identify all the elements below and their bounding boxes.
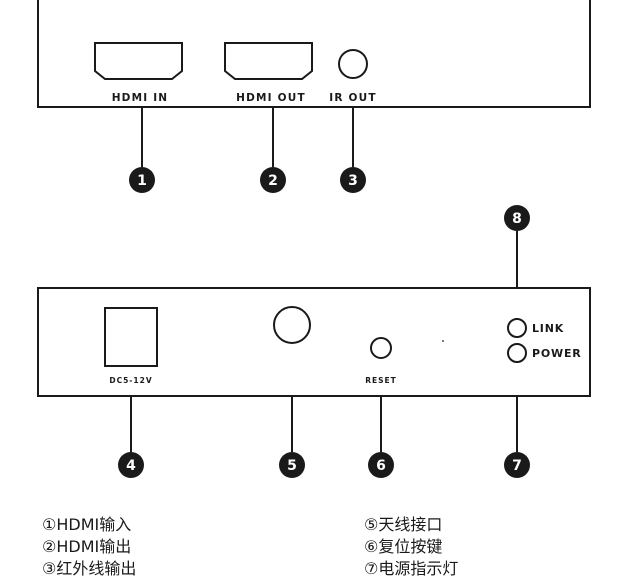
callout-badge-1 xyxy=(129,167,155,193)
legend-item-1: ①HDMI输入 xyxy=(42,515,132,534)
callout-badge-3 xyxy=(340,167,366,193)
legend-left: ①HDMI输入 ②HDMI输出 ③红外线输出 xyxy=(42,514,136,580)
ir-out-label: IR OUT xyxy=(329,92,376,104)
reset-label: RESET xyxy=(365,376,397,385)
callout-badge-2 xyxy=(260,167,286,193)
link-led-icon xyxy=(507,318,527,338)
legend-item-3: ③红外线输出 xyxy=(42,559,137,578)
link-label: LINK xyxy=(532,322,564,335)
dc-power-socket-icon xyxy=(104,307,158,367)
hdmi-in-label: HDMI IN xyxy=(112,92,169,104)
hdmi-out-port-icon xyxy=(224,42,313,80)
top-panel-frame xyxy=(37,0,591,108)
bottom-panel-frame xyxy=(37,287,591,397)
callout-number-1: 1 xyxy=(137,173,147,189)
hdmi-in-port-icon xyxy=(94,42,183,80)
reset-button-icon xyxy=(370,337,392,359)
legend-item-7: ⑦电源指示灯 xyxy=(364,559,459,578)
callout-badge-5 xyxy=(279,452,305,478)
callout-number-4: 4 xyxy=(126,458,136,474)
power-led-icon xyxy=(507,343,527,363)
callout-badge-6 xyxy=(368,452,394,478)
callout-number-8: 8 xyxy=(512,211,522,227)
callout-number-3: 3 xyxy=(348,173,358,189)
callout-number-5: 5 xyxy=(287,458,297,474)
dc-label: DC5-12V xyxy=(109,376,152,385)
ir-out-jack-icon xyxy=(338,49,368,79)
callout-badge-7 xyxy=(504,452,530,478)
callout-number-7: 7 xyxy=(512,458,522,474)
power-label: POWER xyxy=(532,347,582,360)
legend-item-6: ⑥复位按键 xyxy=(364,537,443,556)
callout-badge-8 xyxy=(504,205,530,231)
legend-right: ⑤天线接口 ⑥复位按键 ⑦电源指示灯 xyxy=(364,514,458,580)
dot-mark xyxy=(442,340,444,342)
hdmi-out-label: HDMI OUT xyxy=(236,92,306,104)
antenna-port-icon xyxy=(273,306,311,344)
callout-number-2: 2 xyxy=(268,173,278,189)
callout-badge-4 xyxy=(118,452,144,478)
legend-item-2: ②HDMI输出 xyxy=(42,537,132,556)
callout-number-6: 6 xyxy=(376,458,386,474)
legend-item-5: ⑤天线接口 xyxy=(364,515,443,534)
